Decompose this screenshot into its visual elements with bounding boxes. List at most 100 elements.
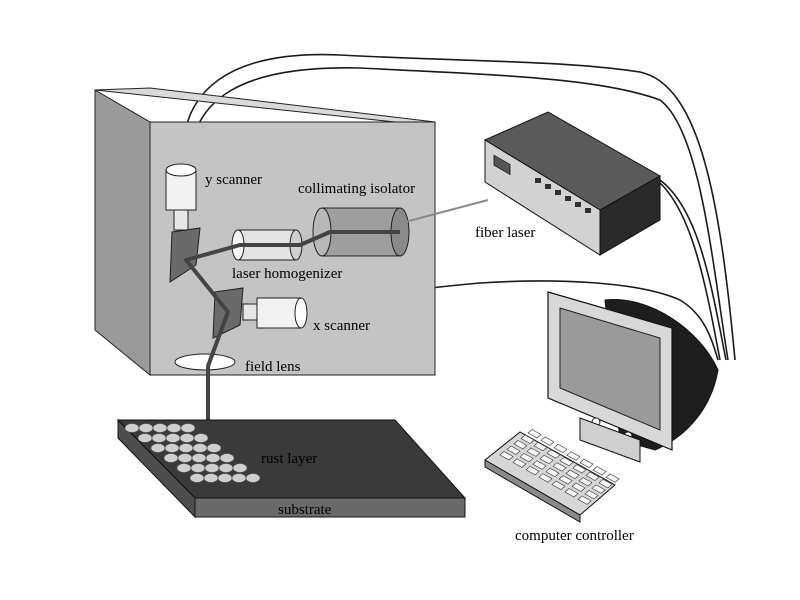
label-field-lens: field lens bbox=[245, 359, 301, 375]
rust-dot bbox=[163, 453, 179, 463]
rust-dot bbox=[178, 443, 194, 453]
keyboard-key bbox=[579, 458, 594, 468]
rust-dot bbox=[232, 463, 248, 473]
rust-dot bbox=[191, 453, 207, 463]
rust-dot bbox=[152, 423, 168, 433]
rust-dot bbox=[218, 463, 234, 473]
rust-dot bbox=[138, 423, 154, 433]
keyboard-key bbox=[605, 473, 620, 483]
label-y-scanner: y scanner bbox=[205, 172, 262, 188]
keyboard-key bbox=[572, 464, 587, 474]
keyboard-key bbox=[513, 440, 528, 450]
label-rust-layer: rust layer bbox=[261, 451, 317, 467]
keyboard-key bbox=[532, 460, 547, 470]
keyboard-key bbox=[565, 469, 580, 479]
rust-dot bbox=[206, 443, 222, 453]
y-scanner-mirror bbox=[169, 227, 201, 283]
labels: y scanner collimating isolator fiber las… bbox=[205, 172, 634, 544]
rust-dot bbox=[137, 433, 153, 443]
monitor-stand bbox=[579, 417, 641, 463]
rust-dot bbox=[203, 473, 219, 483]
x-scanner bbox=[242, 297, 308, 329]
keyboard-key bbox=[564, 488, 579, 498]
keyboard-key bbox=[578, 477, 593, 487]
fiber-laser-buttons bbox=[535, 178, 591, 213]
rust-dot bbox=[179, 433, 195, 443]
rust-dot bbox=[193, 433, 209, 443]
label-fiber-laser: fiber laser bbox=[475, 225, 535, 241]
keyboard-key bbox=[539, 454, 554, 465]
fiber-laser-side bbox=[599, 175, 661, 256]
rust-dot bbox=[192, 443, 208, 453]
rust-dot bbox=[205, 453, 221, 463]
rust-dot bbox=[124, 423, 140, 433]
keyboard-key bbox=[525, 465, 540, 476]
cleaned-rust-dots bbox=[124, 423, 261, 483]
fiber-laser-cable bbox=[649, 174, 721, 361]
rust-dot bbox=[164, 443, 180, 453]
rust-dot bbox=[165, 433, 181, 443]
laser-beam bbox=[184, 230, 400, 470]
keyboard-key bbox=[591, 484, 606, 494]
rust-dot bbox=[150, 443, 166, 453]
fiber-laser-cable-2 bbox=[659, 179, 727, 361]
rust-dot bbox=[177, 453, 193, 463]
keyboard-key bbox=[585, 471, 600, 481]
fiber-laser-panel bbox=[493, 154, 511, 176]
keyboard-front bbox=[484, 459, 581, 523]
y-scanner-cable-2 bbox=[189, 67, 729, 361]
keyboard-keys bbox=[499, 429, 620, 505]
keyboard-key bbox=[540, 436, 555, 446]
rust-dot bbox=[189, 473, 205, 483]
fiber-laser-unit bbox=[483, 111, 662, 256]
keyboard-key bbox=[499, 451, 514, 461]
keyboard-key bbox=[546, 449, 561, 459]
fiber-cable-to-isolator bbox=[404, 199, 489, 223]
keyboard-key bbox=[512, 458, 527, 468]
substrate-side bbox=[117, 418, 196, 519]
keyboard-key bbox=[598, 479, 613, 489]
box-top-face bbox=[94, 87, 436, 123]
keyboard-key bbox=[553, 443, 568, 454]
rust-dot bbox=[151, 433, 167, 443]
y-scanner bbox=[165, 163, 197, 231]
rust-dot bbox=[219, 453, 235, 463]
label-x-scanner: x scanner bbox=[313, 318, 370, 334]
keyboard-key bbox=[559, 456, 574, 467]
label-substrate: substrate bbox=[278, 502, 332, 518]
rust-dot bbox=[176, 463, 192, 473]
field-lens bbox=[174, 353, 236, 371]
keyboard-key bbox=[592, 466, 607, 476]
keyboard-key bbox=[566, 451, 581, 461]
label-laser-homogenizer: laser homogenizer bbox=[232, 266, 342, 282]
keyboard bbox=[484, 429, 620, 523]
keyboard-key bbox=[551, 480, 566, 490]
monitor-screen bbox=[559, 307, 661, 431]
workpiece bbox=[116, 418, 467, 519]
keyboard-key bbox=[577, 495, 592, 505]
rust-dot bbox=[180, 423, 196, 433]
keyboard-key bbox=[506, 445, 521, 455]
keyboard-key bbox=[527, 429, 542, 439]
rust-dot bbox=[231, 473, 247, 483]
keyboard-key bbox=[552, 462, 567, 472]
rust-dot bbox=[245, 473, 261, 483]
rust-dot bbox=[204, 463, 220, 473]
box-side-face bbox=[94, 89, 151, 377]
keyboard-key bbox=[520, 434, 535, 444]
rust-dot bbox=[190, 463, 206, 473]
rust-dot bbox=[217, 473, 233, 483]
keyboard-key bbox=[538, 473, 553, 483]
computer-monitor bbox=[547, 291, 719, 463]
keyboard-key bbox=[584, 490, 599, 500]
keyboard-key bbox=[571, 482, 586, 492]
keyboard-key bbox=[533, 442, 548, 452]
rust-dot bbox=[166, 423, 182, 433]
keyboard-key bbox=[519, 453, 534, 463]
label-collimating-isolator: collimating isolator bbox=[298, 181, 415, 197]
keyboard-key bbox=[545, 467, 560, 478]
keyboard-key bbox=[526, 447, 541, 457]
keyboard-key bbox=[558, 475, 573, 485]
label-computer-controller: computer controller bbox=[515, 528, 634, 544]
